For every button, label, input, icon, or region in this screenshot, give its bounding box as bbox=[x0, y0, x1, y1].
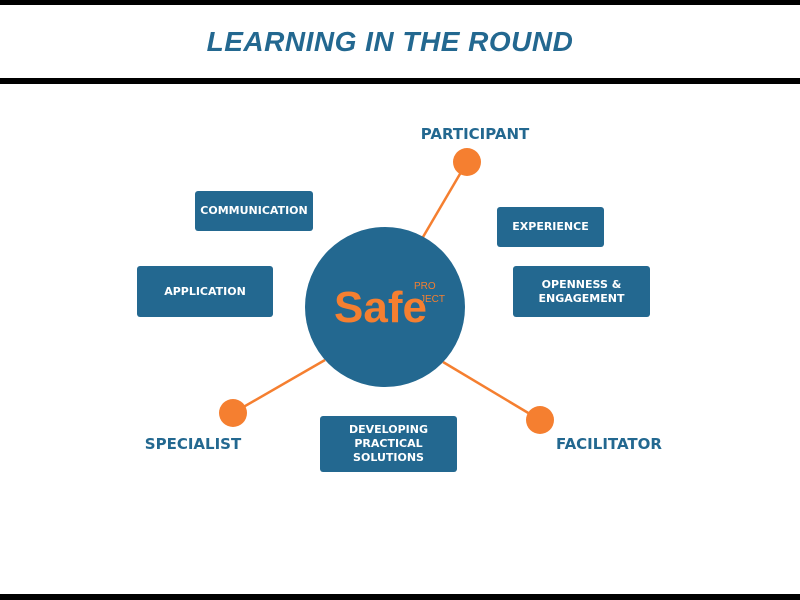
logo-pro: PRO bbox=[414, 281, 436, 292]
node-participant bbox=[453, 148, 481, 176]
connector-facilitator bbox=[442, 360, 541, 422]
logo-ject: JECT bbox=[420, 294, 445, 305]
box-communication: COMMUNICATION bbox=[195, 191, 313, 231]
center-circle bbox=[305, 227, 465, 387]
connector-participant bbox=[421, 161, 469, 238]
box-developing-solutions: DEVELOPING PRACTICAL SOLUTIONS bbox=[320, 416, 457, 472]
box-application: APPLICATION bbox=[137, 266, 273, 317]
role-facilitator: FACILITATOR bbox=[556, 435, 662, 453]
bottom-border bbox=[0, 594, 800, 600]
node-facilitator bbox=[526, 406, 554, 434]
connector-specialist bbox=[232, 358, 326, 415]
node-specialist bbox=[219, 399, 247, 427]
title-divider bbox=[0, 78, 800, 84]
role-participant: PARTICIPANT bbox=[420, 125, 530, 143]
page-title: LEARNING IN THE ROUND bbox=[206, 26, 574, 57]
box-openness-engagement: OPENNESS & ENGAGEMENT bbox=[513, 266, 650, 317]
box-experience: EXPERIENCE bbox=[497, 207, 604, 247]
top-border bbox=[0, 0, 800, 5]
role-specialist: SPECIALIST bbox=[144, 435, 242, 453]
logo-safe: Safe bbox=[334, 283, 427, 332]
